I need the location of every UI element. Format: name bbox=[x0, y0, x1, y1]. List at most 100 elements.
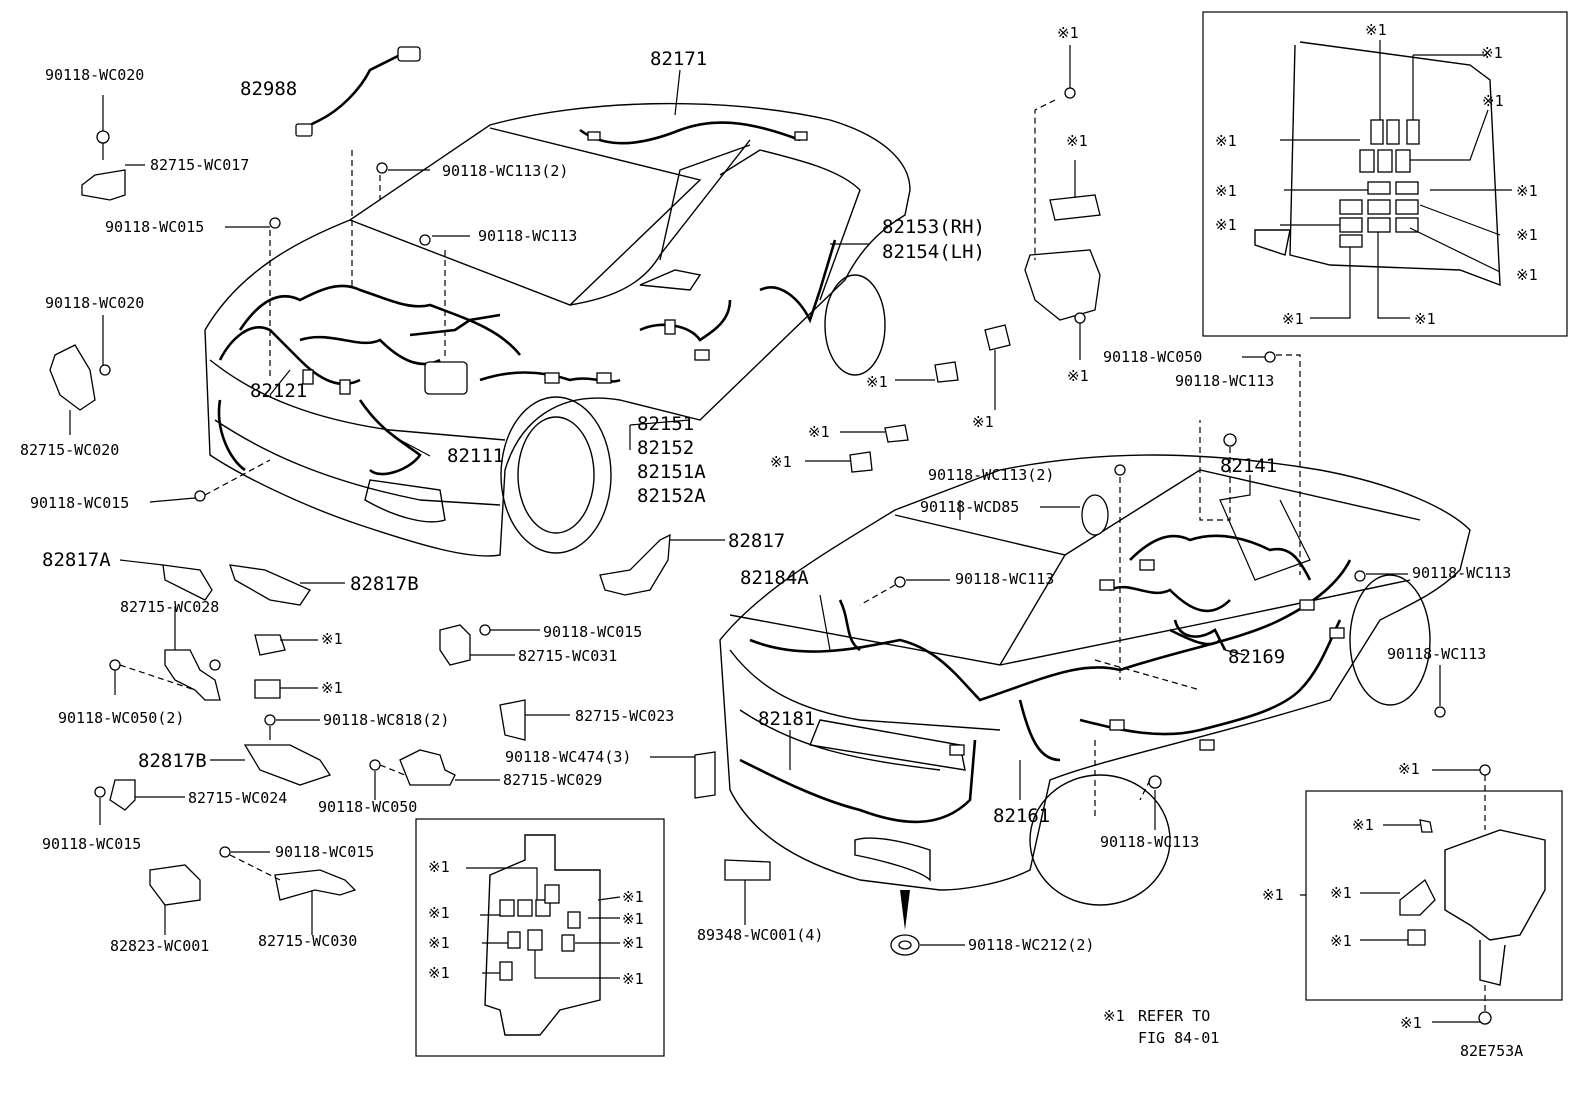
rear-car-body bbox=[719, 454, 1471, 906]
ref-mark: ※1 bbox=[808, 423, 830, 441]
label-82715-wc030: 82715-WC030 bbox=[258, 932, 357, 950]
label-82181: 82181 bbox=[758, 708, 815, 730]
ref-mark: ※1 bbox=[1330, 932, 1352, 950]
ref-mark: ※1 bbox=[1400, 1014, 1422, 1032]
label-82184a: 82184A bbox=[740, 567, 809, 589]
ref-mark: ※1 bbox=[972, 413, 994, 431]
ref-mark: ※1 bbox=[1516, 226, 1538, 244]
label-89348-wc001-4: 89348-WC001(4) bbox=[697, 926, 823, 944]
reference-marks: ※1 ※1 ※1 ※1 ※1 ※1 ※1 ※1 ※1 ※1 ※1 ※1 ※1 ※… bbox=[321, 21, 1538, 1032]
label-90118-wc474-3: 90118-WC474(3) bbox=[505, 748, 631, 766]
label-82151a: 82151A bbox=[637, 461, 706, 483]
part-labels: 82988 90118-WC020 82715-WC017 90118-WC01… bbox=[20, 48, 1511, 955]
refer-note-line2: FIG 84-01 bbox=[1138, 1029, 1219, 1047]
ref-mark: ※1 bbox=[428, 964, 450, 982]
label-90118-wc050-b: 90118-WC050 bbox=[1103, 348, 1202, 366]
label-90118-wc015-b: 90118-WC015 bbox=[30, 494, 129, 512]
label-90118-wc015-e: 90118-WC015 bbox=[275, 843, 374, 861]
refer-note-mark: ※1 bbox=[1103, 1007, 1125, 1025]
label-90118-wc020-a: 90118-WC020 bbox=[45, 66, 144, 84]
label-90118-wc050-2: 90118-WC050(2) bbox=[58, 709, 184, 727]
label-90118-wc050-a: 90118-WC050 bbox=[318, 798, 417, 816]
refer-note-line1: REFER TO bbox=[1138, 1007, 1210, 1025]
inset-relay-block-top-right bbox=[1202, 11, 1568, 337]
ref-mark: ※1 bbox=[1414, 310, 1436, 328]
label-82141: 82141 bbox=[1220, 455, 1277, 477]
ref-mark: ※1 bbox=[1330, 884, 1352, 902]
ref-mark: ※1 bbox=[1067, 367, 1089, 385]
label-90118-wc212-2: 90118-WC212(2) bbox=[968, 936, 1094, 954]
refer-note: ※1 REFER TO FIG 84-01 bbox=[1103, 1007, 1219, 1047]
ref-mark: ※1 bbox=[428, 934, 450, 952]
front-car-body bbox=[204, 102, 911, 557]
label-82817b-a: 82817B bbox=[350, 573, 419, 595]
label-90118-wc020-b: 90118-WC020 bbox=[45, 294, 144, 312]
label-82161: 82161 bbox=[993, 805, 1050, 827]
label-82817b-b: 82817B bbox=[138, 750, 207, 772]
label-90118-wc015-c: 90118-WC015 bbox=[543, 623, 642, 641]
label-90118-wcd85: 90118-WCD85 bbox=[920, 498, 1019, 516]
ref-mark: ※1 bbox=[1057, 24, 1079, 42]
diagram-code: 82E753A bbox=[1460, 1042, 1523, 1060]
label-82823-wc001: 82823-WC001 bbox=[110, 937, 209, 955]
ref-mark: ※1 bbox=[1365, 21, 1387, 39]
ref-mark: ※1 bbox=[1215, 132, 1237, 150]
small-parts bbox=[49, 45, 1446, 956]
label-82715-wc024: 82715-WC024 bbox=[188, 789, 287, 807]
label-82715-wc017: 82715-WC017 bbox=[150, 156, 249, 174]
label-82169: 82169 bbox=[1228, 646, 1285, 668]
front-harness-wires bbox=[217, 121, 837, 476]
ref-mark: ※1 bbox=[866, 373, 888, 391]
label-82715-wc023: 82715-WC023 bbox=[575, 707, 674, 725]
label-90118-wc113-b: 90118-WC113 bbox=[1175, 372, 1274, 390]
ref-mark: ※1 bbox=[321, 679, 343, 697]
label-90118-wc113-a: 90118-WC113 bbox=[478, 227, 577, 245]
label-90118-wc113-d: 90118-WC113 bbox=[1412, 564, 1511, 582]
ref-mark: ※1 bbox=[622, 970, 644, 988]
ref-mark: ※1 bbox=[1481, 44, 1503, 62]
label-82154-lh: 82154(LH) bbox=[882, 241, 985, 263]
label-82151: 82151 bbox=[637, 413, 694, 435]
label-82153-rh: 82153(RH) bbox=[882, 216, 985, 238]
label-82111: 82111 bbox=[447, 445, 504, 467]
inset-relay-block-bottom-right bbox=[1300, 764, 1563, 1025]
label-90118-wc113-2-a: 90118-WC113(2) bbox=[442, 162, 568, 180]
rear-harness-wires bbox=[739, 534, 1352, 824]
label-82152: 82152 bbox=[637, 437, 694, 459]
ref-mark: ※1 bbox=[428, 904, 450, 922]
ref-mark: ※1 bbox=[1262, 886, 1284, 904]
ref-mark: ※1 bbox=[622, 910, 644, 928]
label-82152a: 82152A bbox=[637, 485, 706, 507]
label-82715-wc020: 82715-WC020 bbox=[20, 441, 119, 459]
label-82171: 82171 bbox=[650, 48, 707, 70]
ref-mark: ※1 bbox=[1282, 310, 1304, 328]
ref-mark: ※1 bbox=[770, 453, 792, 471]
ref-mark: ※1 bbox=[1215, 216, 1237, 234]
label-90118-wc015-d: 90118-WC015 bbox=[42, 835, 141, 853]
label-90118-wc015-a: 90118-WC015 bbox=[105, 218, 204, 236]
label-82715-wc029: 82715-WC029 bbox=[503, 771, 602, 789]
ref-mark: ※1 bbox=[1516, 266, 1538, 284]
label-90118-wc113-e: 90118-WC113 bbox=[1387, 645, 1486, 663]
label-82817: 82817 bbox=[728, 530, 785, 552]
label-90118-wc818-2: 90118-WC818(2) bbox=[323, 711, 449, 729]
label-90118-wc113-2-b: 90118-WC113(2) bbox=[928, 466, 1054, 484]
label-82988: 82988 bbox=[240, 78, 297, 100]
ref-mark: ※1 bbox=[622, 888, 644, 906]
ref-mark: ※1 bbox=[1066, 132, 1088, 150]
label-82121: 82121 bbox=[250, 380, 307, 402]
label-82817a: 82817A bbox=[42, 549, 111, 571]
ref-mark: ※1 bbox=[1352, 816, 1374, 834]
ref-mark: ※1 bbox=[1482, 92, 1504, 110]
ref-mark: ※1 bbox=[1398, 760, 1420, 778]
label-90118-wc113-f: 90118-WC113 bbox=[1100, 833, 1199, 851]
ref-mark: ※1 bbox=[428, 858, 450, 876]
ref-mark: ※1 bbox=[1215, 182, 1237, 200]
inset-relay-block-bottom-center bbox=[415, 818, 665, 1057]
label-90118-wc113-c: 90118-WC113 bbox=[955, 570, 1054, 588]
ref-mark: ※1 bbox=[622, 934, 644, 952]
label-82715-wc031: 82715-WC031 bbox=[518, 647, 617, 665]
ref-mark: ※1 bbox=[321, 630, 343, 648]
